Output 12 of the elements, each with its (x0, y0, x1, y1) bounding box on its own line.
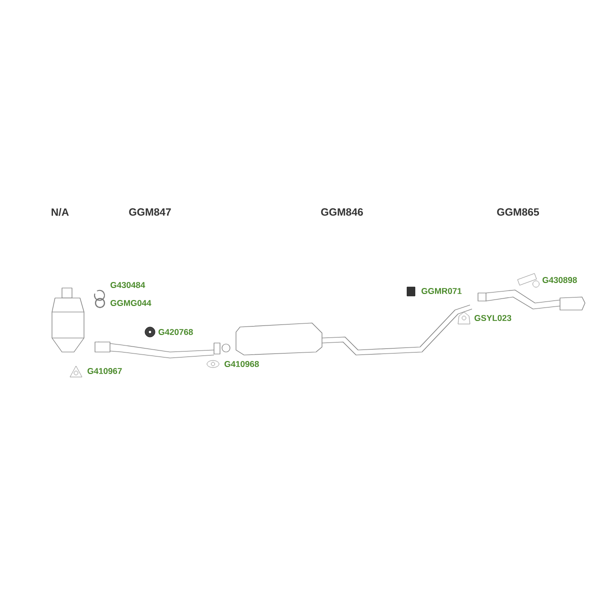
part-number: G410968 (224, 361, 259, 367)
part-number: G430898 (542, 277, 577, 284)
part-number: G430484 (110, 282, 146, 288)
column-heading: GGM847 (129, 208, 171, 216)
part-number: GGMR071 (422, 288, 462, 294)
column-heading: GGM846 (321, 208, 363, 216)
column-heading: N/A (52, 208, 69, 216)
part-number: G410967 (88, 368, 122, 374)
part-number: G420768 (158, 329, 193, 335)
part-number: GSYL023 (474, 315, 512, 322)
column-heading: GGM865 (497, 208, 539, 216)
part-number: GGMG044 (110, 300, 152, 306)
